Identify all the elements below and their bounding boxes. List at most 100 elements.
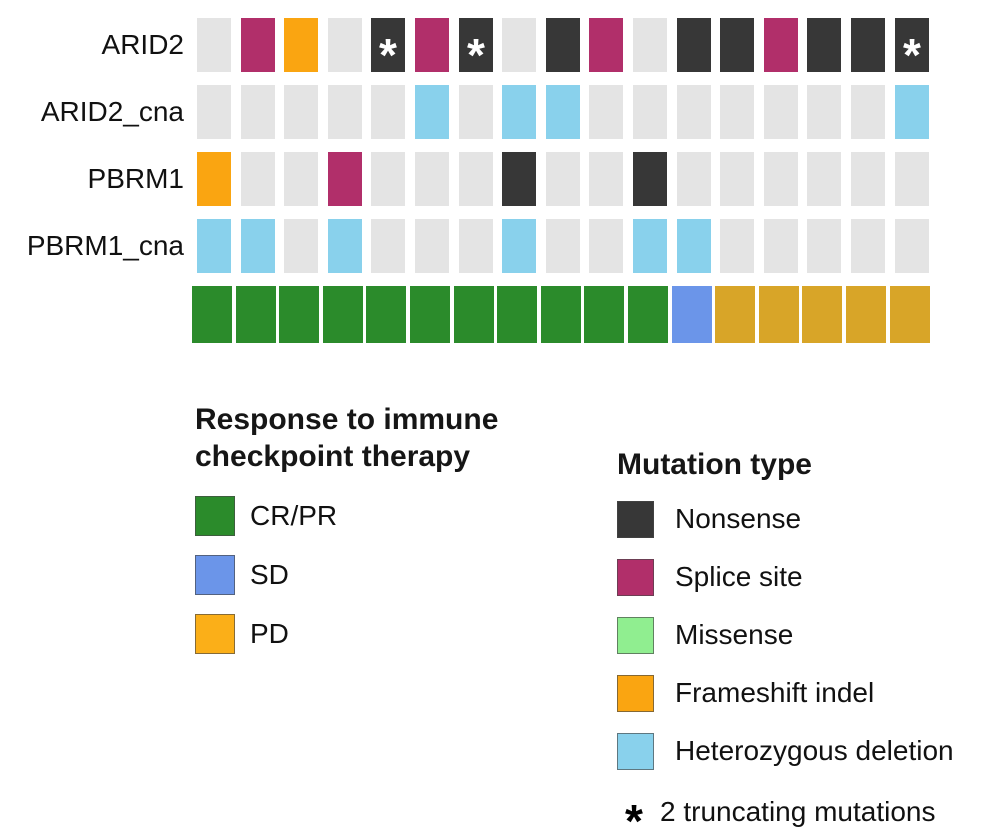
grid-cell-pbrm1-15 bbox=[807, 152, 841, 206]
grid-cell-pbrm1_cna-13 bbox=[720, 219, 754, 273]
grid-cell-arid2-15 bbox=[807, 18, 841, 72]
truncating-mutations-footnote: * 2 truncating mutations bbox=[617, 790, 997, 827]
response-legend-title: Response to immune checkpoint therapy bbox=[195, 401, 625, 475]
response-track-cell-12 bbox=[672, 286, 712, 343]
response-track-cell-8 bbox=[497, 286, 537, 343]
nonsense-swatch bbox=[617, 500, 654, 538]
asterisk-symbol: * bbox=[625, 795, 643, 827]
grid-cell-arid2_cna-2 bbox=[241, 85, 275, 139]
grid-cell-arid2_cna-15 bbox=[807, 85, 841, 139]
legend-item-crpr: CR/PR bbox=[195, 496, 625, 536]
frameshift-swatch bbox=[617, 674, 654, 712]
response-legend-title-line1: Response to immune bbox=[195, 403, 499, 436]
grid-cell-arid2_cna-12 bbox=[677, 85, 711, 139]
grid-cell-arid2_cna-17 bbox=[895, 85, 929, 139]
grid-cell-pbrm1-3 bbox=[284, 152, 318, 206]
grid-cell-arid2-10 bbox=[589, 18, 623, 72]
grid-cell-arid2-9 bbox=[546, 18, 580, 72]
grid-cell-arid2_cna-1 bbox=[197, 85, 231, 139]
grid-cell-pbrm1_cna-9 bbox=[546, 219, 580, 273]
response-legend: Response to immune checkpoint therapy CR… bbox=[195, 401, 625, 673]
grid-cell-arid2-6 bbox=[415, 18, 449, 72]
legend-item-missense: Missense bbox=[617, 616, 997, 654]
legend-label-splice: Splice site bbox=[675, 560, 803, 592]
two-truncating-mutations-asterisk-icon: * bbox=[903, 29, 921, 81]
grid-cell-arid2_cna-6 bbox=[415, 85, 449, 139]
grid-cell-pbrm1_cna-6 bbox=[415, 219, 449, 273]
grid-cell-pbrm1_cna-11 bbox=[633, 219, 667, 273]
grid-cell-arid2-4 bbox=[328, 18, 362, 72]
grid-cell-pbrm1_cna-10 bbox=[589, 219, 623, 273]
grid-cell-arid2-8 bbox=[502, 18, 536, 72]
grid-cell-pbrm1-11 bbox=[633, 152, 667, 206]
grid-cell-arid2-17: * bbox=[895, 18, 929, 78]
grid-cell-pbrm1-14 bbox=[764, 152, 798, 206]
grid-cell-pbrm1-2 bbox=[241, 152, 275, 206]
response-track-cell-15 bbox=[802, 286, 842, 343]
legend-item-splice: Splice site bbox=[617, 558, 997, 596]
grid-cell-pbrm1_cna-5 bbox=[371, 219, 405, 273]
legend-label-het_del: Heterozygous deletion bbox=[675, 734, 954, 766]
row-label-pbrm1-cna: PBRM1_cna bbox=[26, 230, 184, 261]
missense-swatch bbox=[617, 616, 654, 654]
grid-cell-pbrm1_cna-8 bbox=[502, 219, 536, 273]
response-track-cell-2 bbox=[236, 286, 276, 343]
grid-cell-pbrm1-4 bbox=[328, 152, 362, 206]
grid-cell-arid2-13 bbox=[720, 18, 754, 72]
grid-cell-arid2-12 bbox=[677, 18, 711, 72]
grid-cell-arid2-14 bbox=[764, 18, 798, 72]
grid-cell-pbrm1_cna-15 bbox=[807, 219, 841, 273]
grid-cell-pbrm1-10 bbox=[589, 152, 623, 206]
grid-cell-pbrm1_cna-16 bbox=[851, 219, 885, 273]
grid-cell-arid2_cna-11 bbox=[633, 85, 667, 139]
grid-cell-pbrm1_cna-3 bbox=[284, 219, 318, 273]
response-track-cell-7 bbox=[454, 286, 494, 343]
grid-cell-pbrm1_cna-17 bbox=[895, 219, 929, 273]
response-track-cell-1 bbox=[192, 286, 232, 343]
response-track-cell-16 bbox=[846, 286, 886, 343]
two-truncating-mutations-asterisk-icon: * bbox=[379, 29, 397, 81]
response-track-cell-9 bbox=[541, 286, 581, 343]
grid-cell-arid2_cna-7 bbox=[459, 85, 493, 139]
grid-cell-pbrm1-13 bbox=[720, 152, 754, 206]
response-legend-title-line2: checkpoint therapy bbox=[195, 440, 471, 473]
response-track-cell-10 bbox=[584, 286, 624, 343]
grid-cell-pbrm1_cna-1 bbox=[197, 219, 231, 273]
grid-cell-arid2-7: * bbox=[459, 18, 493, 78]
footnote-label: 2 truncating mutations bbox=[660, 796, 936, 827]
response-track-cell-14 bbox=[759, 286, 799, 343]
grid-cell-arid2_cna-4 bbox=[328, 85, 362, 139]
mutation-legend-title: Mutation type bbox=[617, 448, 812, 481]
response-track-cell-4 bbox=[323, 286, 363, 343]
grid-cell-arid2-5: * bbox=[371, 18, 405, 78]
response-track-cell-6 bbox=[410, 286, 450, 343]
response-track-cell-3 bbox=[279, 286, 319, 343]
legend-label-crpr: CR/PR bbox=[250, 499, 338, 531]
grid-cell-arid2_cna-13 bbox=[720, 85, 754, 139]
grid-cell-pbrm1_cna-12 bbox=[677, 219, 711, 273]
legend-item-pd: PD bbox=[195, 614, 625, 654]
grid-cell-pbrm1-5 bbox=[371, 152, 405, 206]
crpr-swatch bbox=[195, 496, 235, 536]
grid-cell-arid2_cna-10 bbox=[589, 85, 623, 139]
grid-cell-arid2-2 bbox=[241, 18, 275, 72]
response-track-cell-17 bbox=[890, 286, 930, 343]
grid-cell-pbrm1_cna-2 bbox=[241, 219, 275, 273]
legend-label-frameshift: Frameshift indel bbox=[675, 676, 875, 708]
grid-cell-pbrm1-8 bbox=[502, 152, 536, 206]
grid-cell-arid2_cna-8 bbox=[502, 85, 536, 139]
row-label-arid2: ARID2 bbox=[101, 29, 184, 60]
legend-item-sd: SD bbox=[195, 555, 625, 595]
het_del-swatch bbox=[617, 732, 654, 770]
grid-cell-pbrm1-16 bbox=[851, 152, 885, 206]
response-track-cell-11 bbox=[628, 286, 668, 343]
grid-cell-pbrm1-12 bbox=[677, 152, 711, 206]
grid-cell-arid2_cna-3 bbox=[284, 85, 318, 139]
legend-label-pd: PD bbox=[250, 617, 289, 649]
grid-cell-arid2_cna-9 bbox=[546, 85, 580, 139]
grid-cell-arid2_cna-5 bbox=[371, 85, 405, 139]
legend-item-nonsense: Nonsense bbox=[617, 500, 997, 538]
grid-cell-arid2-1 bbox=[197, 18, 231, 72]
